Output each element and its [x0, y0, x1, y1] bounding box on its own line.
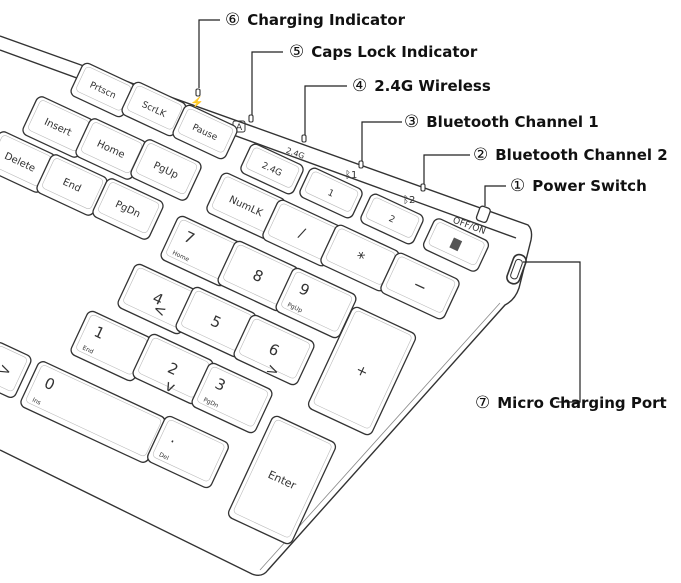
bt2-key-label: 2 [387, 214, 396, 225]
numlk-key[interactable]: NumLK [205, 171, 287, 240]
home-key[interactable]: Home [74, 117, 148, 181]
delete-key[interactable]: Delete [0, 130, 57, 194]
plus-key[interactable]: + [307, 305, 418, 436]
bt1-indicator-label: ᛒ1 [345, 170, 357, 181]
bt2-key[interactable]: 2 [359, 192, 425, 246]
num8-key[interactable]: 8 [216, 239, 300, 312]
calculator-icon [449, 237, 463, 252]
24g-key[interactable]: 2.4G [239, 142, 305, 196]
prtscn-key[interactable]: Prtscn [69, 61, 137, 118]
keys: PrtscnScrLKPauseInsertHomePgUpDeleteEndP… [0, 61, 490, 545]
minus-key[interactable]: − [379, 251, 461, 320]
micro-charging-port [506, 253, 527, 285]
dot-key-label: . [168, 429, 180, 447]
pgdn-key[interactable]: PgDn [91, 177, 165, 241]
end-key[interactable]: End [35, 153, 109, 217]
pause-key[interactable]: Pause [171, 103, 239, 160]
dot-key-sublabel: Del [158, 451, 170, 462]
num1-key-sublabel: End [81, 344, 94, 355]
bt2-indicator-label: ᛒ2 [403, 195, 415, 206]
indicator-lights [195, 88, 426, 192]
caps-lock-glyph: A [236, 123, 243, 133]
num5-key[interactable]: 5 [174, 285, 258, 358]
arrow-right-edge-key[interactable]: > [0, 341, 33, 400]
insert-key[interactable]: Insert [21, 95, 95, 159]
star-key[interactable]: * [319, 223, 401, 292]
num6-key[interactable]: 6 [232, 313, 316, 386]
leader-lines [198, 19, 581, 403]
charging-bolt-icon: ⚡ [190, 96, 204, 109]
bt1-key-label: 1 [326, 188, 335, 199]
bt1-key[interactable]: 1 [298, 166, 364, 220]
num2-key[interactable]: 2 [131, 332, 215, 405]
num4-key[interactable]: 4 [116, 262, 200, 335]
slash-key-label: / [296, 225, 307, 242]
dot-key[interactable]: . Del [146, 415, 231, 490]
bluetooth-icon: ᛒ [403, 195, 409, 206]
num0-key-sublabel: Ins [31, 397, 42, 407]
bluetooth-icon: ᛒ [345, 170, 351, 181]
power-switch[interactable] [475, 205, 491, 224]
scrlk-key[interactable]: ScrLK [120, 80, 188, 137]
pgup-key[interactable]: PgUp [129, 138, 203, 202]
enter-key[interactable]: Enter [227, 414, 338, 545]
